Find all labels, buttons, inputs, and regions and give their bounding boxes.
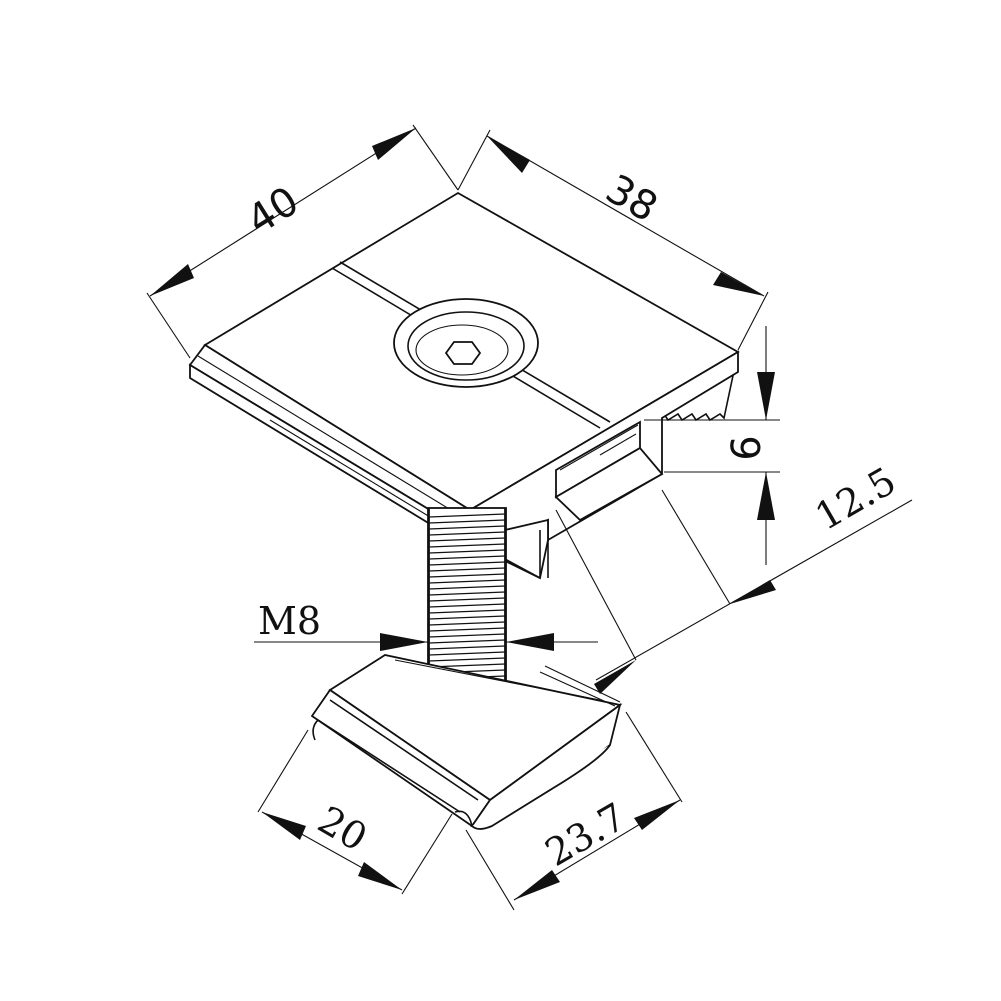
thread-line bbox=[428, 561, 506, 566]
dim-label-nut-length: 23.7 bbox=[538, 795, 633, 875]
thread-line bbox=[428, 549, 506, 554]
dim-label-nut-width: 20 bbox=[311, 798, 375, 860]
thread-line bbox=[428, 519, 506, 524]
t-nut-slider bbox=[310, 654, 623, 830]
dim-label-top-depth: 38 bbox=[598, 166, 665, 231]
thread-line bbox=[428, 543, 506, 548]
dim-label-thread-size: M8 bbox=[258, 599, 321, 643]
thread-line bbox=[428, 591, 506, 596]
thread-line bbox=[428, 615, 506, 620]
dimension-top-width: 40 bbox=[146, 124, 459, 359]
thread-line bbox=[428, 603, 506, 608]
thread-line bbox=[428, 597, 506, 602]
thread-line bbox=[428, 657, 506, 662]
thread-line bbox=[428, 651, 506, 656]
thread-line bbox=[428, 645, 506, 650]
dimension-gap-height: 6 bbox=[644, 326, 780, 565]
thread-line bbox=[428, 579, 506, 584]
dim-label-gap-height: 6 bbox=[724, 435, 770, 460]
thread-line bbox=[428, 609, 506, 614]
thread-line bbox=[428, 639, 506, 644]
dim-label-total-height: 12.5 bbox=[808, 459, 903, 539]
thread-line bbox=[428, 585, 506, 590]
thread-line bbox=[428, 555, 506, 560]
thread-line bbox=[428, 621, 506, 626]
thread-line bbox=[428, 573, 506, 578]
dimension-thread-size: M8 bbox=[254, 599, 598, 651]
thread-line bbox=[428, 531, 506, 536]
thread-line bbox=[428, 513, 506, 518]
thread-line bbox=[428, 525, 506, 530]
thread-line bbox=[428, 567, 506, 572]
hex-socket-screw-head bbox=[393, 298, 539, 388]
thread-line bbox=[428, 537, 506, 542]
dim-label-top-width: 40 bbox=[239, 178, 307, 244]
thread-line bbox=[428, 627, 506, 632]
thread-line bbox=[428, 633, 506, 638]
